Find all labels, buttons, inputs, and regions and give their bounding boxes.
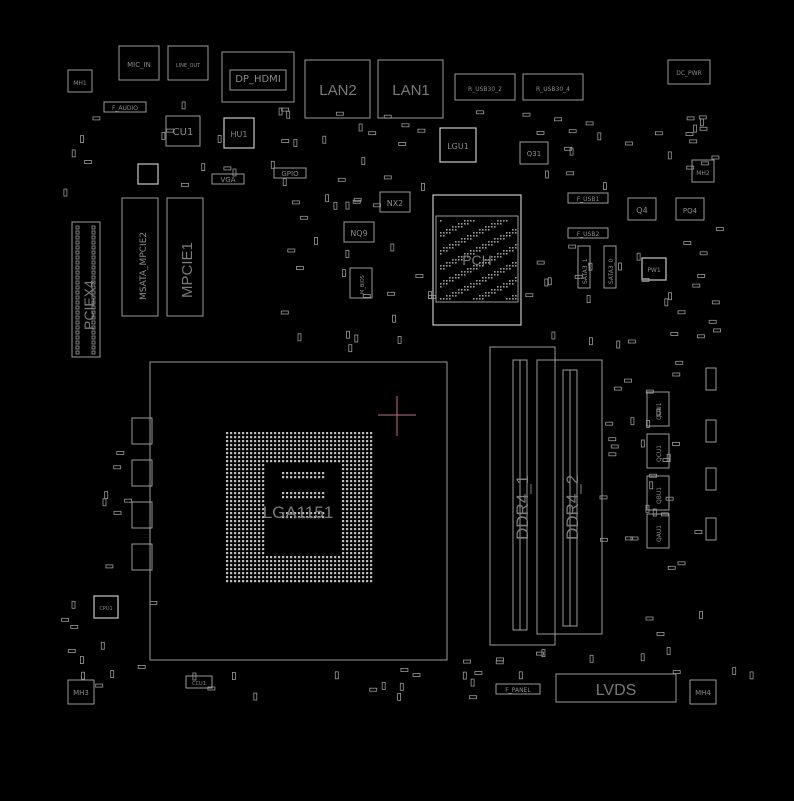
- usb30-2-label: R_USB30_2: [468, 86, 502, 93]
- line-out-jack: [167, 45, 209, 81]
- sata3-1-label: SATA3_1: [582, 258, 589, 284]
- f-usb1-label: F_USB1: [577, 196, 600, 203]
- sata3-1-port: [577, 245, 591, 289]
- chip-nq9: [343, 221, 375, 243]
- lgu1-label: LGU1: [447, 142, 469, 151]
- mic-in-label: MIC_IN: [127, 61, 151, 69]
- f-panel-label: F_PANEL: [505, 687, 531, 694]
- pcie-x4-label: PCIEX4: [81, 280, 97, 330]
- nq9-label: NQ9: [350, 229, 367, 238]
- mh1-label: MH1: [73, 80, 87, 87]
- lvds-label: LVDS: [596, 682, 637, 699]
- lga1151-label: LGA1151: [263, 503, 334, 522]
- m-bios-label: M_BIOS: [360, 275, 366, 294]
- crosshair-cursor-icon: [378, 396, 416, 436]
- mh3-label: MH3: [73, 689, 89, 697]
- sata3-0-port: [603, 245, 617, 289]
- mh2-label: MH2: [696, 170, 710, 177]
- chip-hu1: [223, 117, 255, 149]
- lan2-label: LAN2: [319, 82, 357, 99]
- ddr4-1-slot-frame: [489, 346, 556, 646]
- sata3-0-label: SATA3_0: [608, 258, 615, 284]
- mpcie1-label: MPCIE1: [179, 242, 196, 298]
- ddr4-2-label: DDR4_2: [563, 475, 582, 540]
- q31-label: Q31: [527, 150, 541, 158]
- vga-header: [211, 173, 245, 185]
- lan-chip-lgu1: [439, 127, 477, 163]
- bios-chip: [349, 267, 373, 299]
- dc-power-jack: [667, 59, 711, 85]
- lan1-connector: [377, 59, 444, 119]
- f-panel-header: [495, 683, 541, 695]
- cu1-label: CU1: [173, 127, 194, 138]
- cpu-socket-pins: [226, 432, 373, 583]
- lan2-connector: [304, 59, 371, 119]
- right-capacitors: [705, 367, 717, 541]
- pch-label: PCH: [462, 252, 492, 268]
- mosfet-column: [646, 391, 670, 549]
- f-audio-header: [103, 101, 147, 113]
- f-audio-label: F_AUDIO: [112, 105, 138, 112]
- qau1-label: QAU1: [656, 525, 663, 542]
- dp-hdmi-port-outline: [229, 69, 287, 91]
- usb30-2-connector: [454, 73, 516, 101]
- usb30-4-connector: [522, 73, 584, 101]
- chip-pw1: [641, 257, 667, 281]
- pq4-label: PQ4: [683, 207, 698, 215]
- mpcie1-slot: [166, 197, 204, 317]
- pw1-label: PW1: [647, 267, 661, 274]
- pch-ball-grid: [440, 220, 517, 300]
- dp-hdmi-connector: [221, 51, 295, 103]
- cpu-socket-outline: [149, 361, 448, 661]
- mounting-hole-mh4: [689, 679, 717, 705]
- q4-label: Q4: [636, 206, 647, 215]
- dp-hdmi-label: DP_HDMI: [235, 74, 281, 85]
- mounting-hole-mh3: [67, 679, 95, 705]
- smd-components: [61, 101, 754, 701]
- codec-cu1: [165, 115, 201, 147]
- dc-pwr-label: DC_PWR: [676, 70, 702, 77]
- f-usb2-header: [567, 227, 609, 239]
- nx2-label: NX2: [387, 199, 404, 208]
- chip-q31: [519, 141, 549, 165]
- chip-nx2: [379, 191, 411, 213]
- mounting-hole-mh2: [691, 159, 715, 183]
- qbu1-label: QBU1: [656, 487, 663, 504]
- usb30-4-label: R_USB30_4: [536, 86, 570, 93]
- vga-label: VGA: [220, 176, 235, 184]
- ccu1-label: CCU1: [192, 681, 206, 687]
- chip-q4: [627, 197, 657, 221]
- mounting-hole-mh1: [67, 69, 93, 93]
- cpu-pwm-chip: [93, 595, 119, 619]
- msata-mpcie2-slot: [121, 197, 159, 317]
- line-out-label: LINE_OUT: [176, 63, 201, 69]
- small-ic-left: [137, 163, 159, 185]
- pch-chip-outline: [432, 194, 522, 326]
- lvds-connector: [555, 673, 677, 703]
- gpio-label: GPIO: [281, 170, 299, 178]
- f-usb1-header: [567, 192, 609, 204]
- lan1-label: LAN1: [392, 82, 430, 99]
- pch-die: [435, 215, 519, 303]
- pcie-x4-slot: [71, 221, 101, 358]
- pcie-x4-pins: [75, 225, 96, 355]
- ccu1-chip: [185, 675, 213, 689]
- chip-pq4: [675, 197, 705, 221]
- f-usb2-label: F_USB2: [577, 231, 600, 238]
- mic-in-jack: [118, 45, 160, 81]
- qdu1-label: QDU1: [656, 402, 663, 420]
- ddr4-1-label: DDR4_1: [513, 475, 532, 540]
- cpu1-label: CPU1: [99, 606, 112, 612]
- gpio-header: [273, 167, 307, 179]
- ddr4-2-slot-frame: [536, 359, 603, 635]
- mh4-label: MH4: [695, 689, 711, 697]
- msata-label: MSATA_MPCIE2: [139, 232, 149, 300]
- vrm-inductors: [131, 417, 153, 571]
- qcu1-label: QCU1: [656, 445, 663, 462]
- hu1-label: HU1: [231, 130, 248, 139]
